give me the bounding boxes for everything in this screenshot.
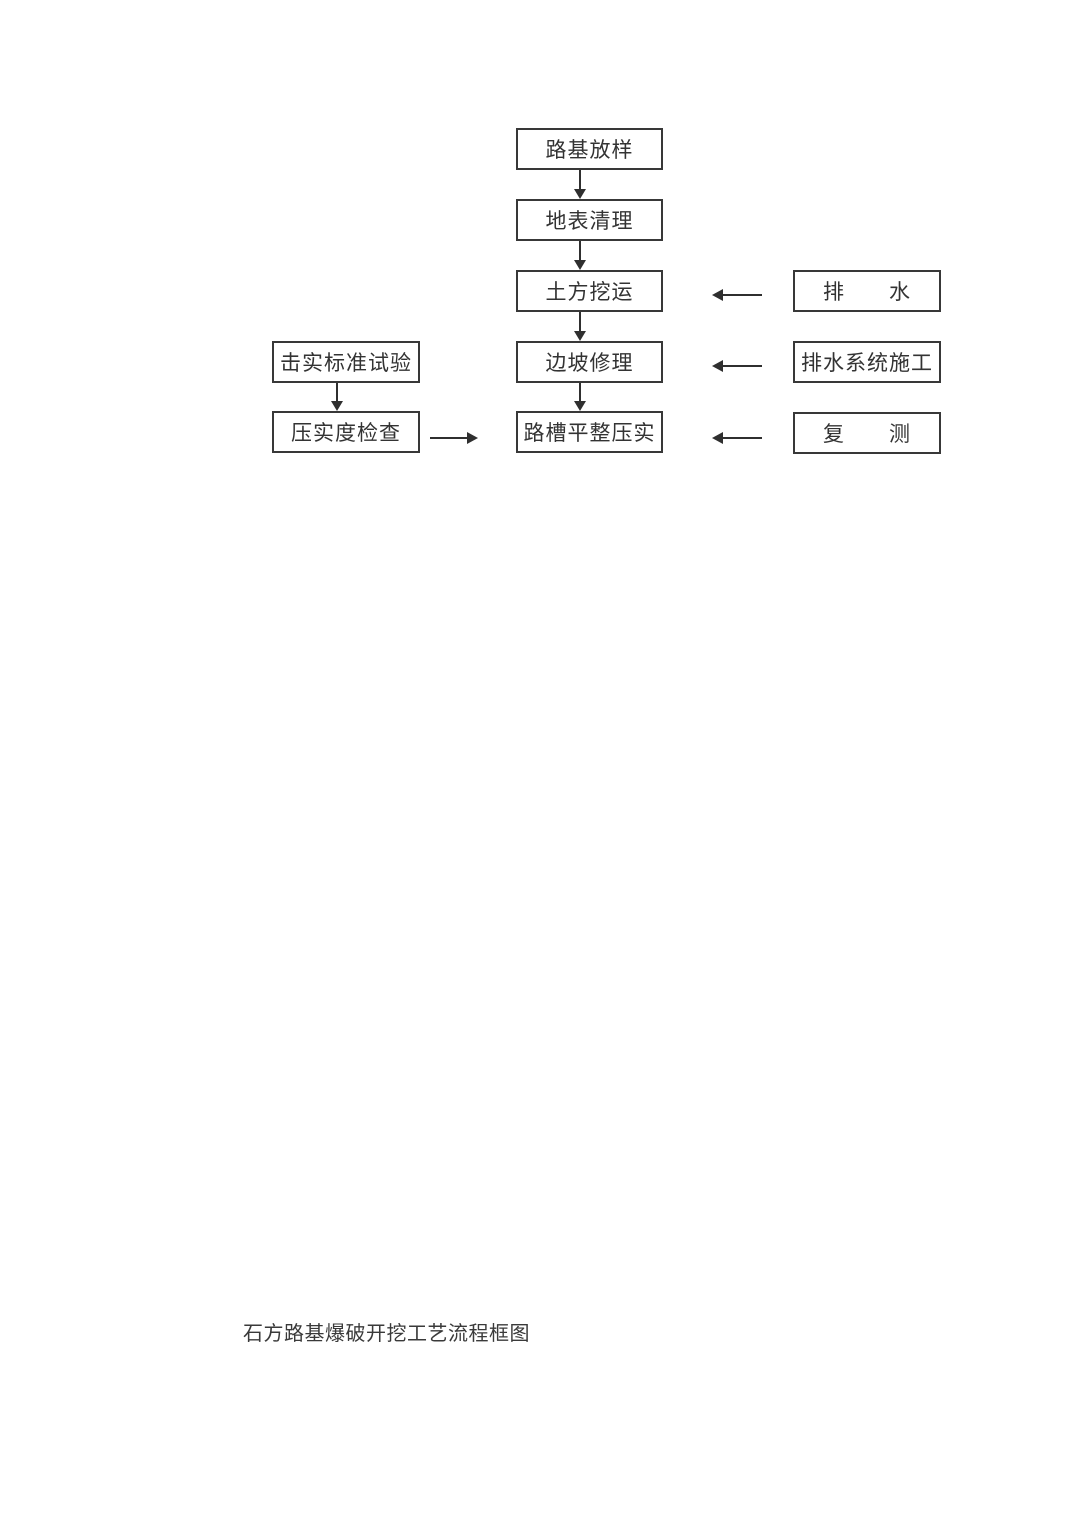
diagram-caption: 石方路基爆破开挖工艺流程框图 bbox=[243, 1323, 530, 1345]
flow-node-roadbed-setout: 路基放样 bbox=[516, 128, 663, 170]
flow-node-drainage: 排 水 bbox=[793, 270, 941, 312]
flow-node-resurvey: 复 测 bbox=[793, 412, 941, 454]
arrow-down-icon bbox=[574, 312, 586, 341]
flow-node-compaction-standard-test: 击实标准试验 bbox=[272, 341, 420, 383]
arrow-down-icon bbox=[574, 241, 586, 270]
arrow-left-icon bbox=[712, 432, 762, 444]
flow-node-drainage-system-build: 排水系统施工 bbox=[793, 341, 941, 383]
flow-node-compaction-check: 压实度检查 bbox=[272, 411, 420, 453]
arrow-down-icon bbox=[574, 383, 586, 411]
arrow-left-icon bbox=[712, 289, 762, 301]
flow-node-surface-clearing: 地表清理 bbox=[516, 199, 663, 241]
flow-node-slope-repair: 边坡修理 bbox=[516, 341, 663, 383]
arrow-down-icon bbox=[331, 383, 343, 411]
flow-node-trough-compaction: 路槽平整压实 bbox=[516, 411, 663, 453]
arrow-down-icon bbox=[574, 170, 586, 199]
arrow-left-icon bbox=[712, 360, 762, 372]
arrow-right-icon bbox=[430, 432, 478, 444]
flow-node-earth-excavation: 土方挖运 bbox=[516, 270, 663, 312]
